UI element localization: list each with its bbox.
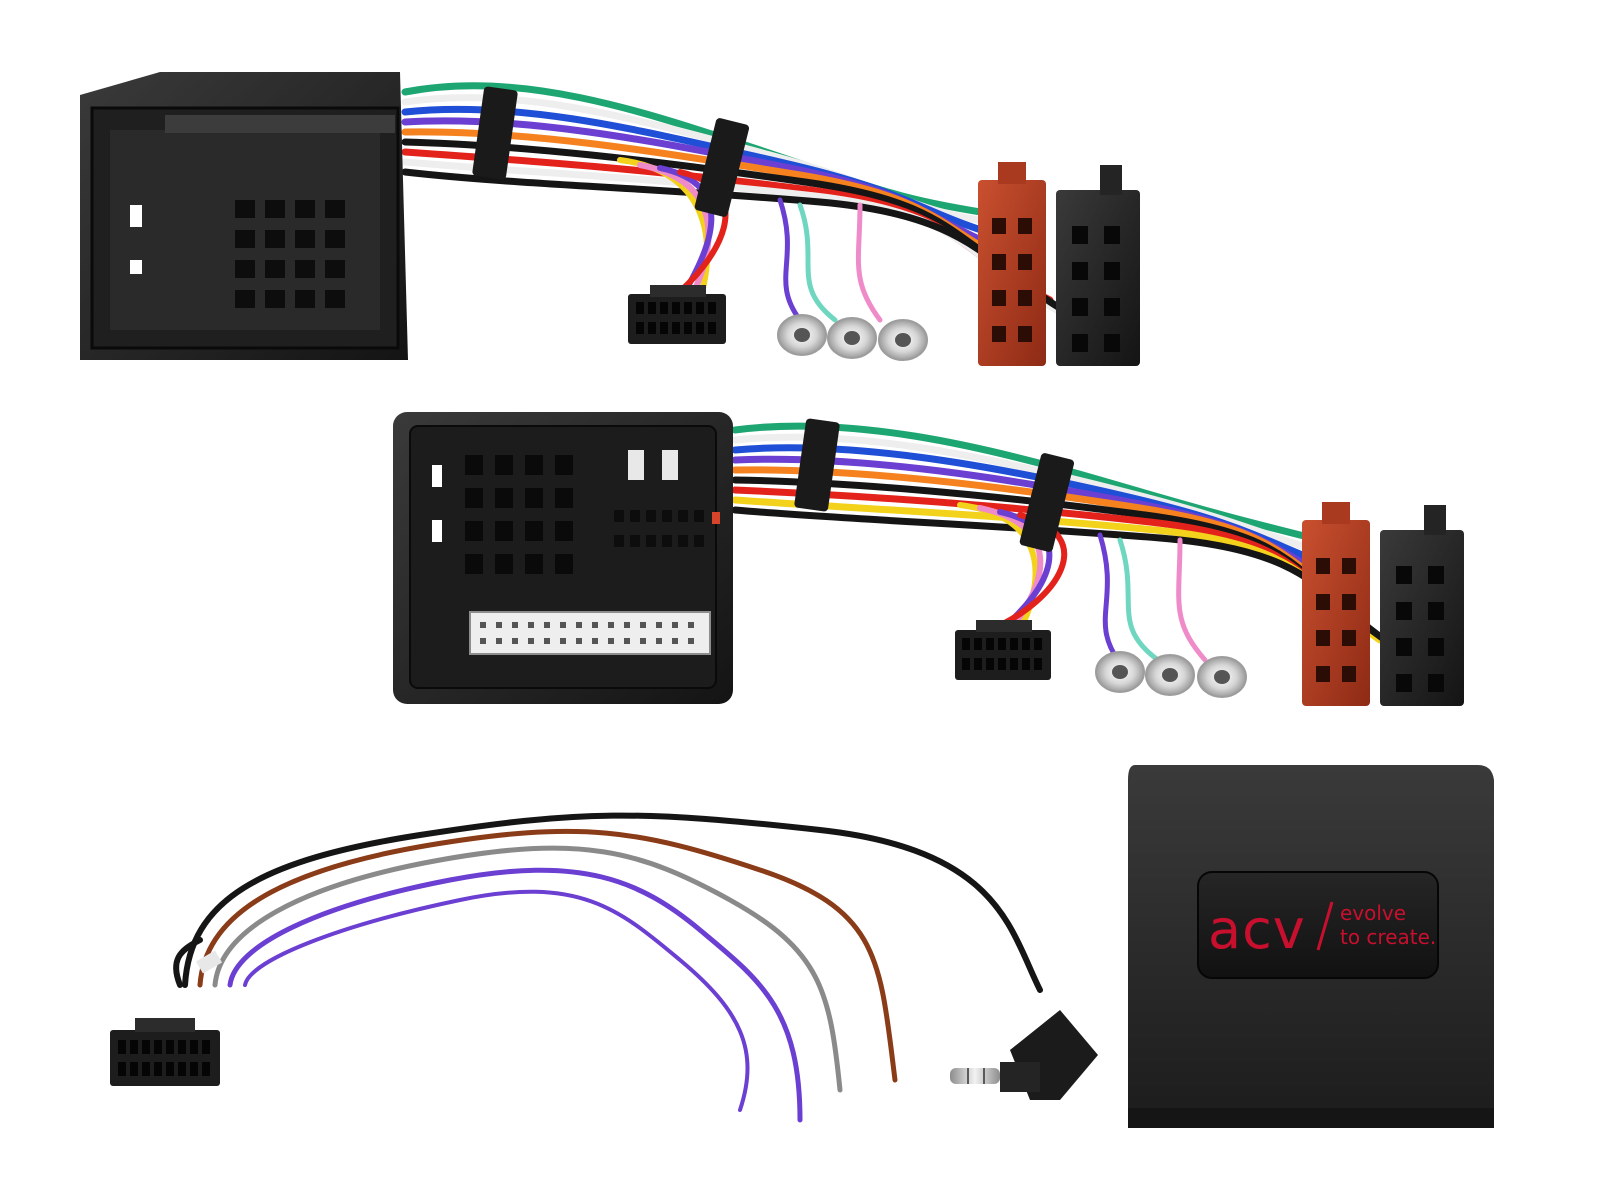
small-plug-middle	[955, 620, 1051, 680]
iso-connector-red-top	[978, 162, 1046, 366]
lead-plug	[110, 1018, 220, 1086]
iso-connector-black-middle	[1380, 505, 1464, 706]
module-tagline-2: to create.	[1340, 925, 1436, 949]
quadlock-connector-top	[80, 72, 408, 360]
quadlock-connector-middle	[393, 412, 733, 704]
iso-connector-black-top	[1056, 165, 1140, 366]
module-tagline-1: evolve	[1340, 901, 1406, 925]
harness-top	[80, 72, 1140, 366]
steering-lead	[110, 812, 1098, 1123]
wire-bundle-top	[401, 82, 1084, 324]
audio-jack	[950, 1010, 1098, 1100]
small-plug-top	[628, 285, 726, 344]
wire-bundle-middle	[731, 418, 1404, 663]
ring-terminals-top	[777, 314, 928, 361]
interface-module: acv evolve to create.	[1128, 765, 1494, 1128]
harness-middle	[393, 412, 1464, 706]
logo-slash	[1316, 901, 1334, 951]
ring-terminals-middle	[1095, 651, 1247, 698]
iso-connector-red-middle	[1302, 502, 1370, 706]
module-brand: acv	[1208, 898, 1306, 961]
lead-wires	[173, 812, 1043, 1123]
lead-tape	[195, 950, 223, 974]
